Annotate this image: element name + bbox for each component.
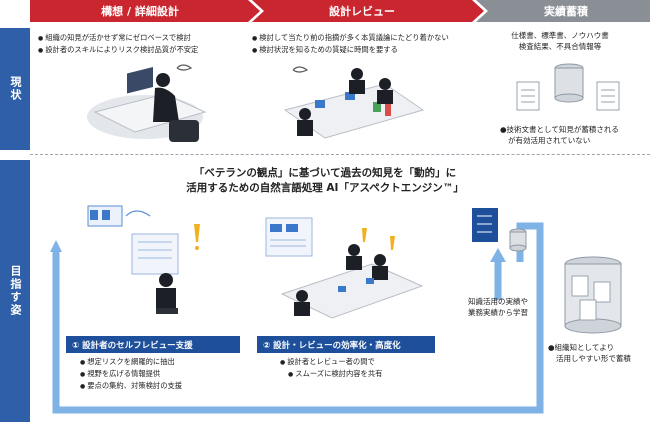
row-divider bbox=[30, 154, 650, 155]
phase-label-design: 構想 / 詳細設計 bbox=[101, 5, 179, 18]
learning-note-line1: 知識活用の実績や bbox=[468, 297, 528, 306]
store-note: ●組織知としてより 活用しやすい形で蓄積 bbox=[548, 343, 631, 363]
current-design-bullets: 組織の知見が活かせず常にゼロベースで検討 設計者のスキルによりリスク検討品質が不… bbox=[38, 32, 198, 56]
current-review-bullets: 検討して当たり前の指摘が多く本質議論にたどり着かない 検討状況を知るための質疑に… bbox=[252, 32, 449, 56]
aspect-engine-icons bbox=[472, 208, 527, 252]
documents-database-illustration bbox=[516, 63, 620, 111]
knowledge-database-illustration bbox=[564, 256, 622, 334]
phase-label-accumulate: 実績蓄積 bbox=[544, 5, 588, 18]
docs-note: ●技術文書として知見が蓄積される が有効活用されていない bbox=[500, 125, 619, 145]
docs-type-line2: 検査結果、不具合情報等 bbox=[518, 42, 602, 51]
future-headline-1: 「ベテランの観点」に基づいて過去の知見を「動的」に bbox=[193, 167, 457, 179]
review-efficiency-bullets: 設計者とレビュー者の間で スムーズに検討内容を共有 bbox=[280, 356, 382, 380]
review-meeting-illustration bbox=[283, 66, 425, 139]
phase-label-review: 設計レビュー bbox=[329, 5, 395, 18]
self-review-illustration bbox=[87, 205, 200, 314]
learning-note-line2: 業務実績から学習 bbox=[468, 308, 528, 317]
self-review-support-bullets: 想定リスクを網羅的に抽出 視野を広げる情報提供 要点の集約、対策検討の支援 bbox=[80, 356, 182, 392]
future-headline-2: 活用するための自然言語処理 AI「アスペクトエンジン™」 bbox=[186, 182, 464, 194]
phase-header bbox=[30, 0, 650, 22]
docs-type-line1: 仕様書、標準書、ノウハウ書 bbox=[511, 31, 609, 40]
phase-arrow-accumulate bbox=[476, 0, 650, 22]
efficient-review-illustration bbox=[265, 217, 424, 319]
designer-working-illustration bbox=[87, 64, 207, 142]
phase-arrow-design bbox=[30, 0, 260, 22]
loop-arrow-up bbox=[50, 240, 62, 252]
row-label-future: 目指す姿 bbox=[0, 160, 30, 422]
row-label-current: 現状 bbox=[0, 28, 30, 150]
learn-arrow-head bbox=[490, 248, 506, 262]
review-efficiency-header: ② 設計・レビューの効率化・高度化 bbox=[257, 336, 435, 353]
self-review-support-header: ① 設計者のセルフレビュー支援 bbox=[66, 336, 240, 353]
phase-arrow-review bbox=[252, 0, 484, 22]
